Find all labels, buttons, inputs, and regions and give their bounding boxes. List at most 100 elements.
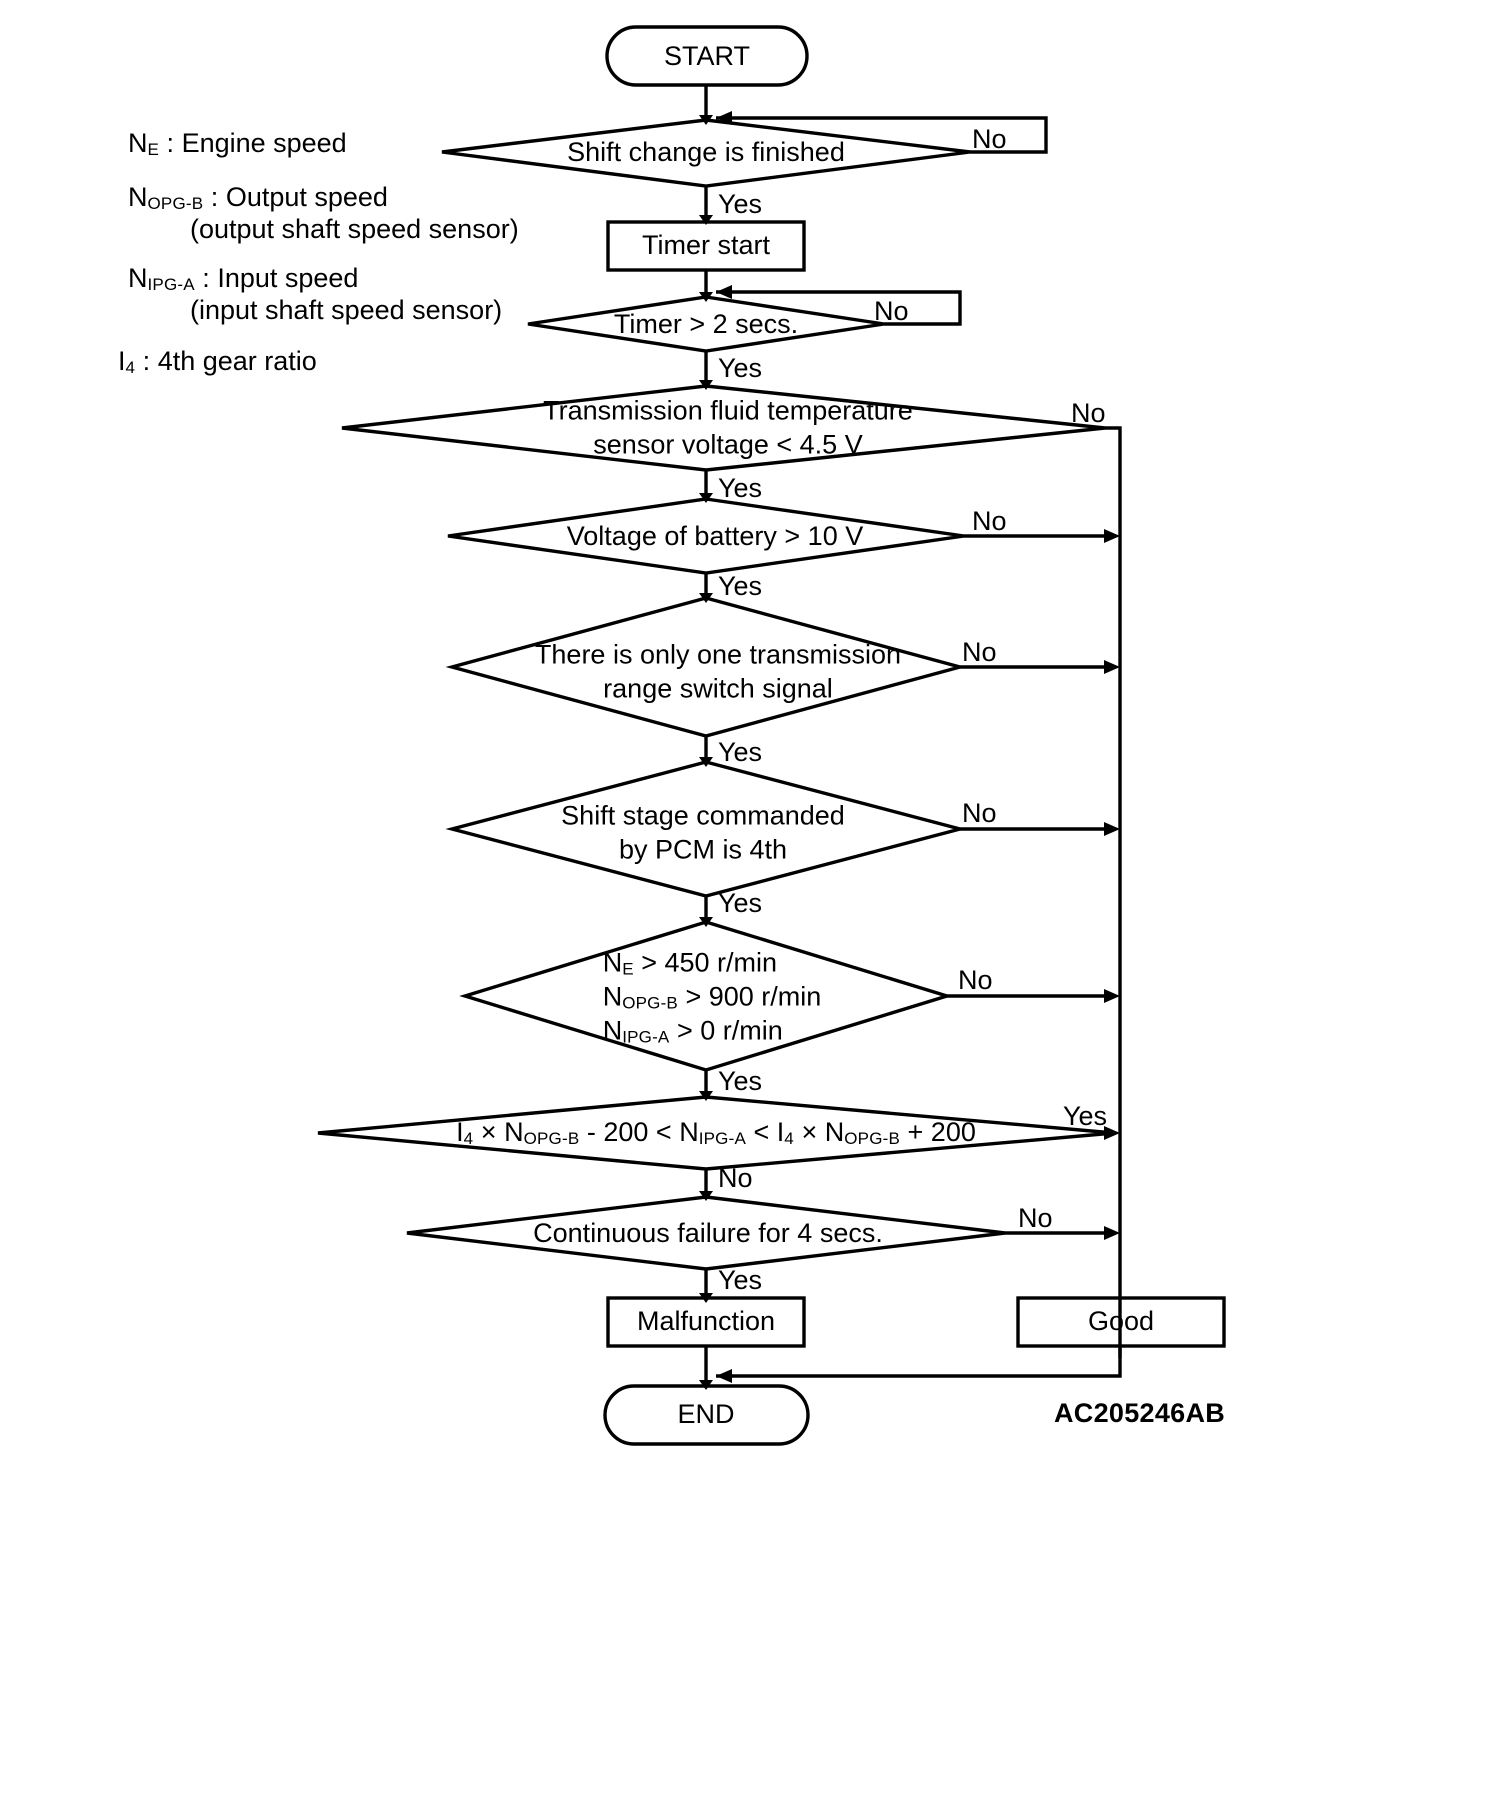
- branch-label-battery-yes: Yes: [718, 571, 763, 601]
- branch-label-range-no: No: [962, 637, 997, 667]
- speed-subscript-nipga: IPG-A: [622, 1026, 670, 1046]
- ratio-times-b: ×: [793, 1117, 825, 1148]
- branch-label-battery-no: No: [972, 506, 1007, 536]
- shift-change-label: Shift change is finished: [567, 137, 845, 168]
- range-switch-label: There is only one transmission range swi…: [535, 638, 901, 706]
- branch-label-ratio-no: No: [718, 1163, 753, 1193]
- arrowhead-stage-no: [1104, 822, 1120, 836]
- speed-symbol-nipga: N: [602, 1014, 623, 1045]
- speed-conditions-label: NE > 450 r/min NOPG-B > 900 r/min NIPG-A…: [603, 946, 822, 1047]
- branch-label-speed-yes: Yes: [718, 1066, 763, 1096]
- gear-ratio-window-label: I4 × NOPG-B - 200 < NIPG-A < I4 × NOPG-B…: [456, 1116, 976, 1150]
- speed-value-ne: > 450 r/min: [633, 947, 778, 978]
- legend-subtext: (output shaft speed sensor): [190, 214, 519, 245]
- range-switch-line1: There is only one transmission: [534, 639, 902, 670]
- speed-subscript-ne: E: [622, 959, 634, 979]
- edge-fluid-no-rail: [1105, 426, 1122, 1358]
- ratio-minus-200: - 200 <: [579, 1117, 680, 1148]
- branch-label-stage-no: No: [962, 798, 997, 828]
- edge-timer-no-loop: [716, 290, 962, 326]
- ratio-subscript-nopgb-a: OPG-B: [523, 1129, 580, 1149]
- legend-symbol: N: [128, 182, 148, 212]
- speed-subscript-nopgb: OPG-B: [622, 993, 678, 1013]
- legend-subtext: (input shaft speed sensor): [190, 295, 503, 326]
- legend-symbol: N: [128, 128, 148, 158]
- legend-item-gear-ratio: I4 : 4th gear ratio: [118, 345, 317, 377]
- arrowhead-battery-no: [1104, 529, 1120, 543]
- start-label: START: [663, 41, 751, 72]
- branch-label-stage-yes: Yes: [718, 888, 763, 918]
- range-switch-line2: range switch signal: [603, 673, 833, 703]
- shift-stage-line2: by PCM is 4th: [618, 834, 788, 864]
- legend-subscript: 4: [125, 358, 136, 377]
- branch-label-timer-no: No: [874, 296, 909, 326]
- ratio-lt: <: [746, 1117, 777, 1148]
- ratio-subscript-i4-b: 4: [784, 1129, 794, 1149]
- figure-code: AC205246AB: [1054, 1398, 1226, 1428]
- legend-separator: :: [203, 182, 226, 212]
- legend-separator: :: [135, 346, 158, 376]
- legend-text: Output speed: [225, 182, 388, 212]
- arrowhead-loop-1: [716, 111, 732, 125]
- ratio-symbol-nopgb-b: N: [824, 1117, 845, 1148]
- legend-separator: :: [194, 263, 218, 293]
- branch-label-range-yes: Yes: [718, 737, 763, 767]
- legend-subscript: OPG-B: [147, 194, 204, 213]
- end-terminator: [603, 1384, 810, 1446]
- battery-voltage-label: Voltage of battery > 10 V: [566, 521, 864, 552]
- branch-label-fluid-yes: Yes: [718, 473, 763, 503]
- legend-item-input-speed: NIPG-A : Input speed (input shaft speed …: [128, 262, 502, 327]
- branch-label-failure-yes: Yes: [718, 1265, 763, 1295]
- branch-label-ratio-yes: Yes: [1063, 1101, 1108, 1131]
- arrowhead-range-no: [1104, 660, 1120, 674]
- legend-subscript: IPG-A: [147, 275, 195, 294]
- speed-value-nipga: > 0 r/min: [669, 1014, 783, 1045]
- speed-value-nopgb: > 900 r/min: [677, 981, 822, 1012]
- fluid-temperature-line1: Transmission fluid temperature: [543, 395, 913, 426]
- branch-label-failure-no: No: [1018, 1203, 1053, 1233]
- arrowhead-failure-no: [1104, 1226, 1120, 1240]
- ratio-subscript-i4-a: 4: [463, 1129, 474, 1149]
- malfunction-label: Malfunction: [636, 1306, 776, 1337]
- ratio-subscript-nopgb-b: OPG-B: [844, 1129, 901, 1149]
- speed-condition-line1: NE > 450 r/min: [603, 946, 822, 980]
- branch-label-shift-change-no: No: [972, 124, 1007, 154]
- fluid-temperature-line2: sensor voltage < 4.5 V: [593, 429, 863, 459]
- ratio-subscript-nipga: IPG-A: [698, 1129, 747, 1149]
- shift-stage-line1: Shift stage commanded: [561, 800, 845, 831]
- speed-symbol-ne: N: [602, 947, 623, 978]
- ratio-times-a: ×: [473, 1117, 505, 1148]
- legend-item-engine-speed: NE : Engine speed: [128, 127, 347, 159]
- legend-item-output-speed: NOPG-B : Output speed (output shaft spee…: [128, 181, 519, 246]
- shift-stage-label: Shift stage commanded by PCM is 4th: [561, 799, 845, 867]
- legend-symbol: I: [118, 346, 126, 376]
- edge-good-merge: [716, 1346, 1122, 1378]
- timer-start-label: Timer start: [642, 230, 770, 261]
- speed-condition-line2: NOPG-B > 900 r/min: [603, 980, 822, 1014]
- speed-condition-line3: NIPG-A > 0 r/min: [603, 1014, 822, 1048]
- ratio-symbol-i4-a: I: [456, 1117, 464, 1148]
- arrowhead-merge: [716, 1369, 732, 1383]
- legend-text: 4th gear ratio: [157, 346, 317, 376]
- legend-separator: :: [159, 128, 182, 158]
- legend-symbol: N: [128, 263, 148, 293]
- branch-label-speed-no: No: [958, 965, 993, 995]
- arrowhead-loop-2: [716, 285, 732, 299]
- ratio-symbol-nopgb-a: N: [504, 1117, 524, 1148]
- speed-symbol-nopgb: N: [602, 981, 623, 1012]
- edge-shift-change-no-loop: [716, 116, 1048, 154]
- continuous-failure-label: Continuous failure for 4 secs.: [533, 1218, 883, 1249]
- branch-label-shift-change-yes: Yes: [718, 189, 763, 219]
- branch-label-timer-yes: Yes: [718, 353, 763, 383]
- end-label: END: [677, 1399, 735, 1430]
- branch-label-fluid-no: No: [1071, 398, 1106, 428]
- timer-check-label: Timer > 2 secs.: [613, 309, 799, 340]
- ratio-symbol-nipga: N: [679, 1117, 699, 1148]
- good-label: Good: [1087, 1306, 1155, 1337]
- arrowhead-speed-no: [1104, 989, 1120, 1003]
- fluid-temperature-label: Transmission fluid temperature sensor vo…: [543, 394, 913, 462]
- ratio-symbol-i4-b: I: [776, 1117, 785, 1148]
- legend-subscript: E: [147, 140, 160, 159]
